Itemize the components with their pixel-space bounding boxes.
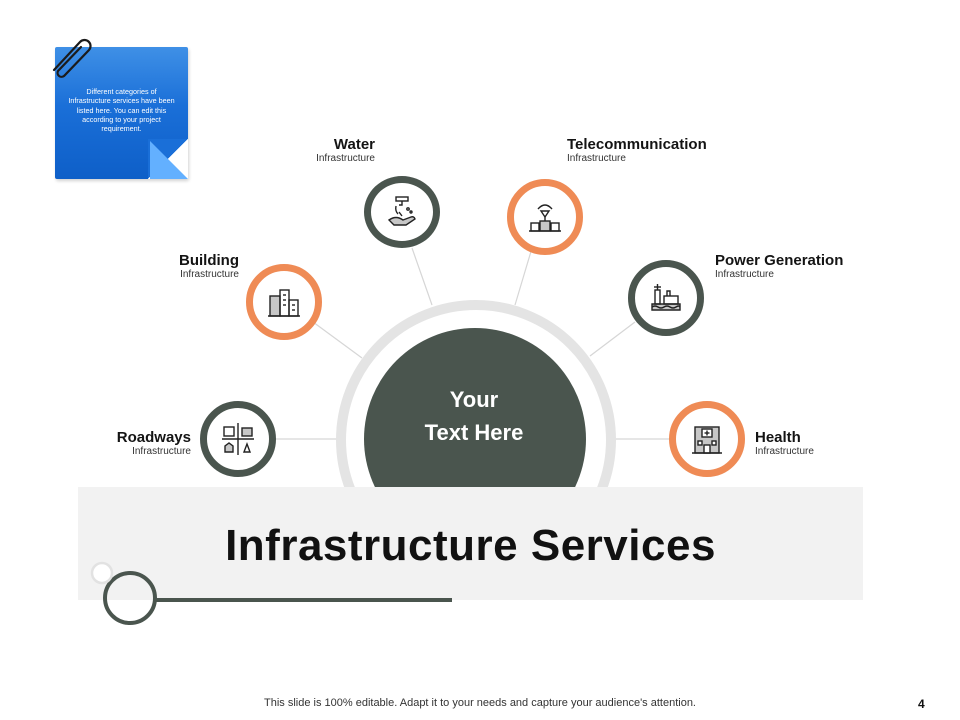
page-title: Infrastructure Services [225, 521, 716, 570]
water-tap-hand-icon [387, 196, 416, 226]
accent-line [155, 598, 452, 602]
telecom-label: Telecommunication Infrastructure [567, 136, 707, 165]
health-title: Health [755, 429, 801, 446]
water-label: Water Infrastructure [300, 136, 375, 165]
note-text: Different categories of Infrastructure s… [68, 87, 175, 134]
building-node[interactable] [246, 264, 322, 340]
water-title: Water [333, 136, 375, 153]
center-text: Your Text Here [394, 383, 554, 449]
center-text-line1: Your [449, 387, 499, 412]
hospital-icon [692, 426, 722, 454]
power-subtitle: Infrastructure [715, 269, 774, 280]
telecom-node[interactable] [507, 179, 583, 255]
power-title: Power Generation [715, 252, 844, 269]
satellite-dish-icon [529, 204, 561, 232]
power-node[interactable] [628, 260, 704, 336]
health-label: Health Infrastructure [755, 429, 814, 458]
water-node[interactable] [364, 176, 440, 248]
city-roads-icon [222, 423, 254, 455]
power-plant-icon [651, 284, 681, 311]
decorative-circles-icon [90, 561, 157, 625]
city-buildings-icon [268, 289, 300, 317]
building-subtitle: Infrastructure [180, 269, 239, 280]
telecom-title: Telecommunication [567, 136, 707, 153]
water-subtitle: Infrastructure [316, 153, 375, 164]
power-label: Power Generation Infrastructure [715, 252, 843, 281]
title-banner [78, 487, 863, 600]
telecom-subtitle: Infrastructure [567, 153, 626, 164]
roadways-node[interactable] [200, 401, 276, 477]
building-label: Building Infrastructure [160, 252, 239, 281]
health-node[interactable] [669, 401, 745, 477]
page-number: 4 [918, 697, 925, 711]
note-curl [150, 141, 188, 179]
roadways-title: Roadways [116, 429, 191, 446]
center-text-line2: Text Here [424, 420, 524, 445]
roadways-subtitle: Infrastructure [132, 446, 191, 457]
sticky-note: Different categories of Infrastructure s… [55, 47, 188, 179]
footer-text: This slide is 100% editable. Adapt it to… [264, 697, 696, 709]
paperclip-icon [52, 38, 92, 78]
building-title: Building [179, 252, 239, 269]
roadways-label: Roadways Infrastructure [110, 429, 191, 458]
health-subtitle: Infrastructure [755, 446, 814, 457]
